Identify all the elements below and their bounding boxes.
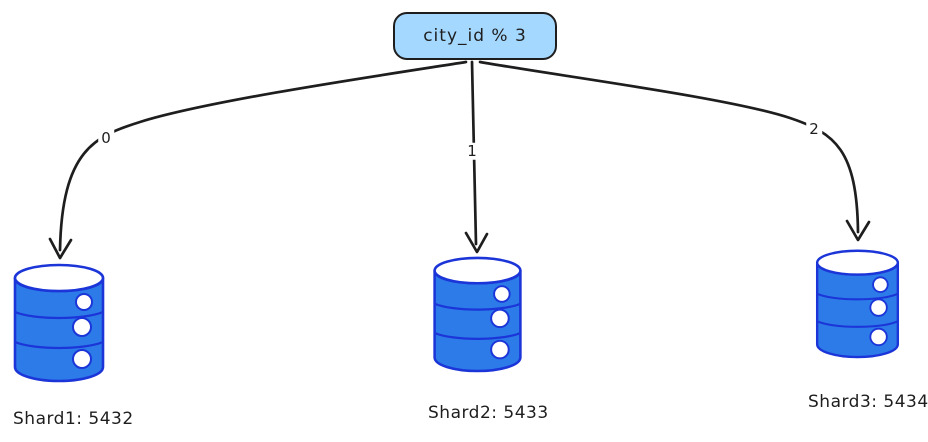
shard1-label: Shard1: 5432 (13, 409, 134, 429)
edge-label-2: 2 (806, 121, 822, 138)
edge-label-0: 0 (98, 130, 114, 147)
shard2-label: Shard2: 5433 (428, 403, 549, 423)
hash-function-node: city_id % 3 (393, 12, 557, 60)
database-cylinder-shard3 (815, 249, 900, 359)
hash-function-label: city_id % 3 (423, 26, 527, 46)
database-cylinder-shard1 (13, 263, 105, 383)
edge-label-1: 1 (464, 143, 480, 160)
arrow-to-shard3 (478, 60, 871, 242)
database-cylinder-shard2 (433, 256, 522, 373)
shard3-label: Shard3: 5434 (808, 392, 928, 412)
arrow-to-shard1 (48, 60, 468, 260)
